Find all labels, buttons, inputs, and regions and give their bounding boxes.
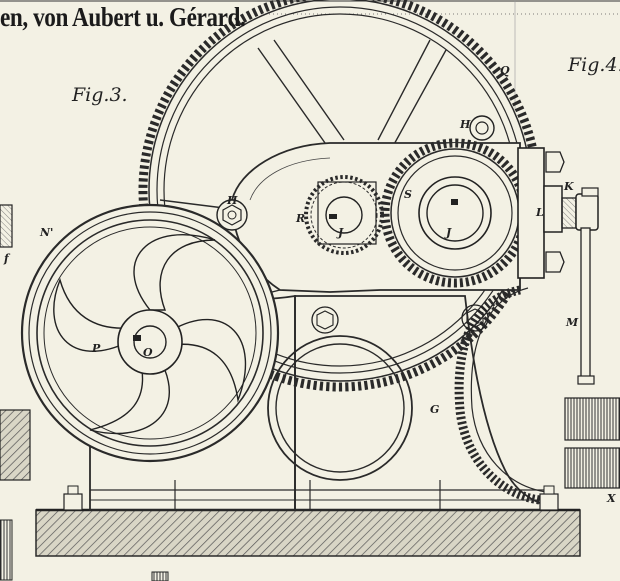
label-q: Q bbox=[500, 64, 510, 77]
label-x: X bbox=[607, 492, 616, 505]
bolt-h-left bbox=[216, 199, 248, 231]
label-g: G bbox=[430, 403, 440, 416]
bolt-h-top bbox=[469, 115, 495, 141]
label-k: K bbox=[564, 180, 574, 193]
label-h-top: H bbox=[460, 118, 471, 131]
figure-4-label: Fig.4. bbox=[568, 54, 620, 76]
frame-right bbox=[294, 295, 546, 511]
label-f: f bbox=[4, 252, 9, 265]
right-fragments bbox=[564, 397, 620, 489]
label-l: L bbox=[536, 206, 544, 219]
base-bolts bbox=[63, 485, 559, 511]
frame-nut-left bbox=[311, 306, 339, 334]
label-s: S bbox=[404, 188, 412, 201]
left-fragments bbox=[0, 204, 169, 581]
plate-header-title: en, von Aubert u. Gérard. bbox=[0, 2, 246, 32]
crank-handle bbox=[561, 187, 599, 385]
label-j-small: J bbox=[338, 226, 344, 239]
bearing-nuts-right bbox=[517, 147, 565, 279]
frame-nut-right bbox=[461, 304, 489, 332]
label-h-left: H bbox=[227, 194, 238, 207]
label-j-large: J bbox=[446, 226, 452, 239]
label-o: O bbox=[143, 346, 153, 359]
label-n: N' bbox=[40, 226, 54, 239]
label-m: M bbox=[566, 316, 579, 329]
flywheel-p bbox=[20, 203, 280, 463]
label-p: P bbox=[92, 342, 101, 355]
gear-s bbox=[380, 138, 530, 288]
figure-3-label: Fig.3. bbox=[72, 84, 128, 106]
ground-base bbox=[35, 509, 581, 557]
drum-g bbox=[267, 335, 413, 481]
label-r: R bbox=[296, 212, 306, 225]
